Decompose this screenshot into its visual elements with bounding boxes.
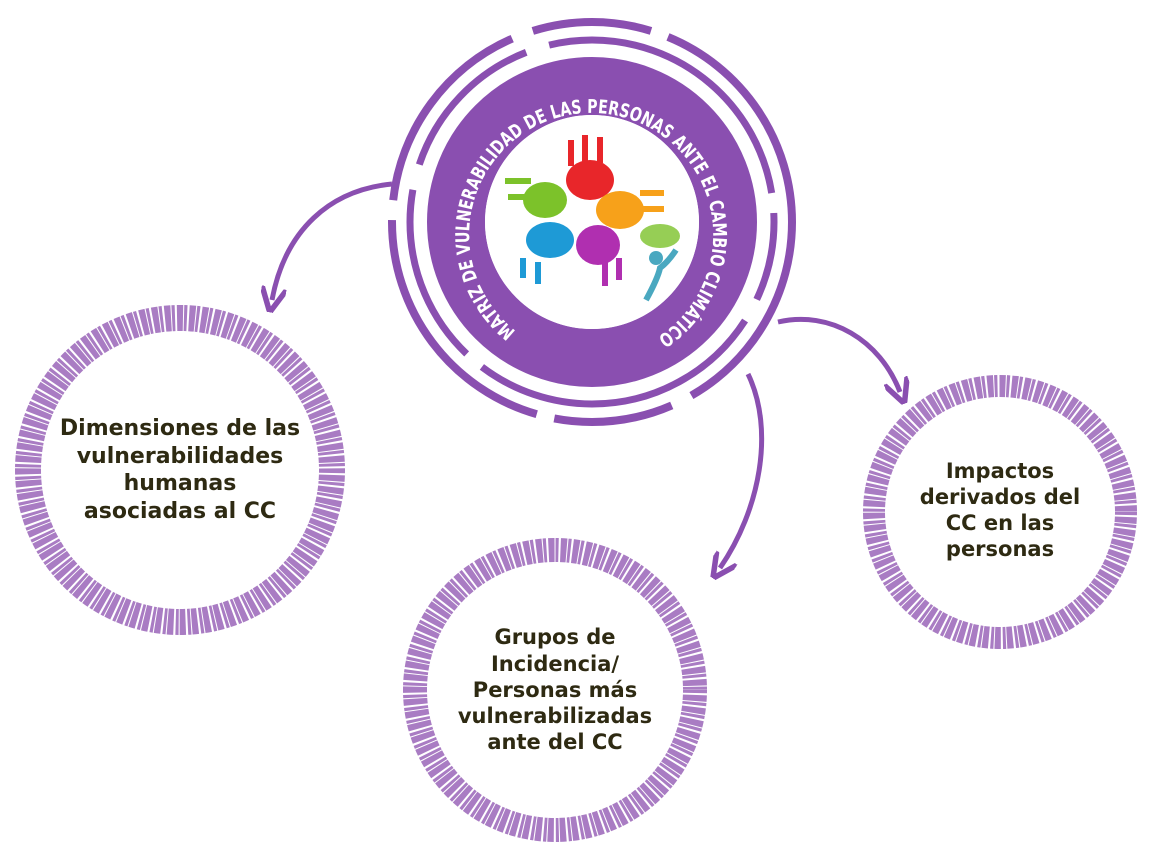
node-line: vulnerabilidades	[76, 443, 284, 469]
node-line: CC en las	[945, 511, 1055, 535]
node-ring-impactos	[863, 375, 1137, 649]
node-line: Impactos	[945, 458, 1055, 483]
node-ring-dimensiones	[15, 305, 345, 635]
node-dimensiones-text: Dimensiones de las vulnerabilidades huma…	[40, 360, 320, 580]
node-line: vulnerabilizadas	[457, 704, 653, 729]
node-impactos-text: Impactos derivados del CC en las persona…	[885, 410, 1115, 610]
node-line: Personas más	[472, 677, 638, 702]
emblem-inner-disk	[485, 115, 699, 329]
emblem-middle-dashed-ring	[406, 36, 778, 408]
node-line: derivados del	[919, 484, 1081, 509]
emblem-thick-ring	[427, 57, 757, 387]
emblem-outer-dashed-ring	[388, 18, 796, 426]
node-line: personas	[945, 537, 1055, 562]
node-grupos-text: Grupos de Incidencia/ Personas más vulne…	[420, 570, 690, 810]
arrow-to-dimensiones	[272, 181, 393, 300]
node-ring-grupos	[403, 538, 707, 842]
node-line: asociadas al CC	[83, 498, 277, 524]
arrow-to-impactos	[777, 316, 900, 392]
node-line: Incidencia/	[490, 651, 620, 676]
node-line: Grupos de	[494, 625, 616, 650]
colored-hands-logo-icon	[505, 135, 680, 302]
node-line: humanas	[123, 471, 237, 496]
node-line: ante del CC	[487, 730, 623, 755]
node-line: Dimensiones de las	[59, 416, 301, 441]
arrow-to-grupos	[720, 372, 765, 568]
emblem: MATRIZ DE VULNERABILIDAD DE LAS PERSONAS…	[388, 18, 796, 426]
